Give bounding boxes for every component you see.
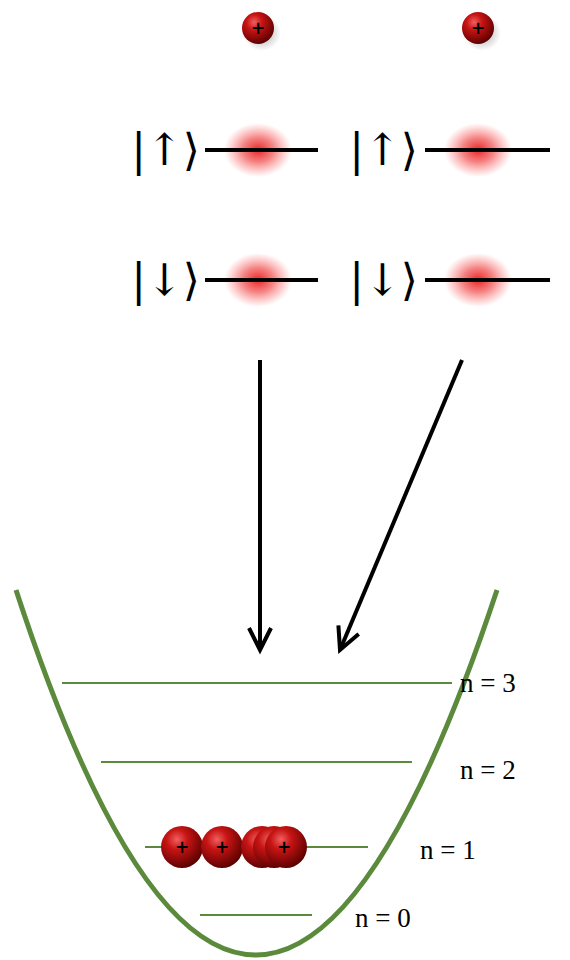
spin-ket: |↓⟩ [349, 258, 418, 302]
level-label: n = 3 [460, 670, 516, 697]
spin-ket: |↑⟩ [349, 128, 418, 172]
harmonic-potential [16, 590, 497, 955]
ion-charge: + [277, 839, 291, 856]
ion-charge: + [215, 839, 229, 856]
transition-arrow [249, 360, 271, 650]
level-label: n = 0 [355, 905, 411, 932]
qubit-levels: |↑⟩ |↓⟩ [90, 110, 320, 360]
transition-arrow [338, 360, 462, 650]
spin-ket: |↑⟩ [131, 128, 200, 172]
ion-charge: + [175, 839, 189, 856]
level-label: n = 1 [420, 837, 476, 864]
qubit-levels: |↑⟩ |↓⟩ [310, 110, 560, 360]
ion-cluster [161, 826, 307, 868]
spin-ket: |↓⟩ [131, 258, 200, 302]
ion-symbol [242, 12, 501, 51]
ion-charge: + [471, 20, 485, 37]
ion-charge: + [251, 20, 265, 37]
trap-levels: n = 3 n = 2 n = 1 n = 0 [10, 650, 550, 955]
motional-level [62, 683, 452, 915]
level-label: n = 2 [460, 757, 516, 784]
